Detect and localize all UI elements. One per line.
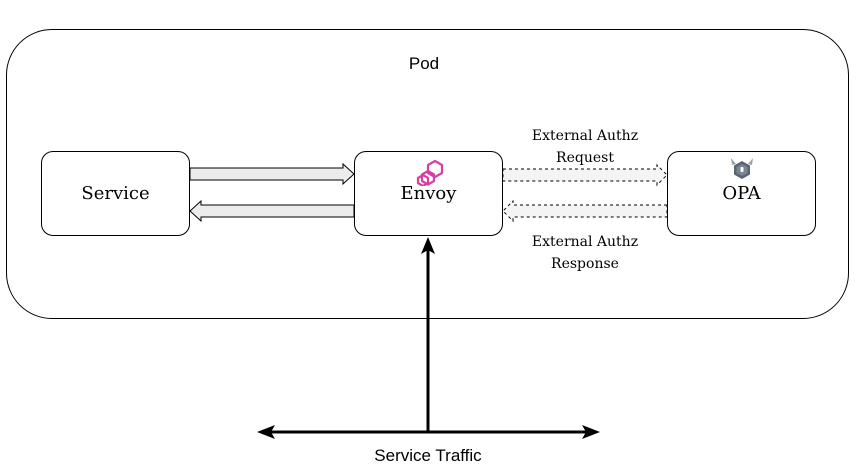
traffic-left-arrowhead	[257, 425, 275, 439]
service-node: Service	[41, 151, 190, 236]
authz-response-arrow	[502, 199, 668, 223]
traffic-right-arrowhead	[582, 425, 600, 439]
authz-request-label-line2: Request	[556, 150, 614, 166]
envoy-node: Envoy	[354, 151, 503, 236]
service-traffic-label: Service Traffic	[374, 446, 482, 465]
opa-node: OPA	[667, 151, 816, 236]
authz-response-label-line1: External Authz	[531, 234, 639, 250]
envoy-to-service-arrow	[189, 199, 355, 223]
envoy-logo-icon	[416, 159, 444, 186]
traffic-up-arrowhead	[421, 237, 435, 254]
authz-response-label-line2: Response	[551, 256, 619, 272]
pod-label: Pod	[408, 54, 440, 73]
opa-label: OPA	[722, 183, 761, 204]
opa-logo-icon	[731, 158, 753, 179]
authz-response-label: External Authz Response	[485, 231, 685, 275]
authz-request-arrow	[502, 163, 668, 187]
authz-request-label-line1: External Authz	[531, 128, 639, 144]
service-to-envoy-arrow	[189, 162, 355, 186]
service-label: Service	[81, 183, 150, 204]
authz-request-label: External Authz Request	[485, 125, 685, 169]
envoy-label: Envoy	[400, 183, 457, 204]
